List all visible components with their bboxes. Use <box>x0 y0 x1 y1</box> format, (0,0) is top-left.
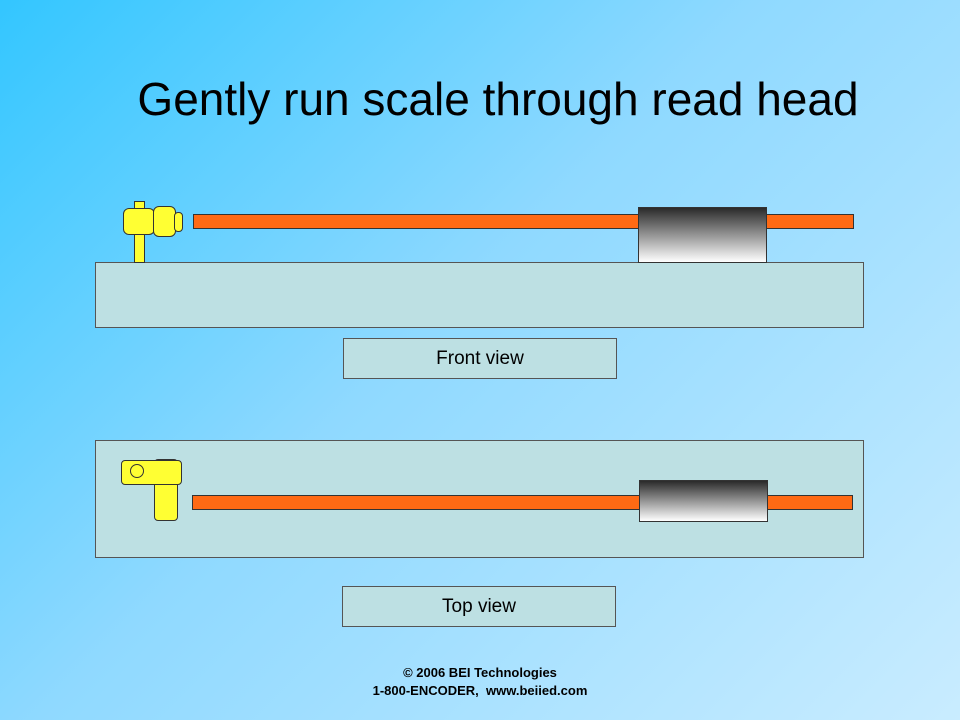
slide-title: Gently run scale through read head <box>137 73 859 125</box>
front-read-head <box>638 207 767 263</box>
footer: © 2006 BEI Technologies 1-800-ENCODER, w… <box>0 664 960 700</box>
front-mounting-base <box>95 262 864 328</box>
top-view-caption-text: Top view <box>442 595 516 617</box>
front-clamp-body <box>123 208 155 235</box>
footer-contact: 1-800-ENCODER, www.beiied.com <box>372 683 588 698</box>
front-clamp-knob <box>153 206 176 237</box>
top-clamp-hole-icon <box>130 464 144 478</box>
front-view-caption-text: Front view <box>436 347 524 369</box>
top-read-head <box>639 480 768 522</box>
top-view-caption: Top view <box>342 586 616 627</box>
front-clamp-tip <box>174 212 183 232</box>
footer-copyright: © 2006 BEI Technologies <box>403 665 557 680</box>
front-view-caption: Front view <box>343 338 617 379</box>
